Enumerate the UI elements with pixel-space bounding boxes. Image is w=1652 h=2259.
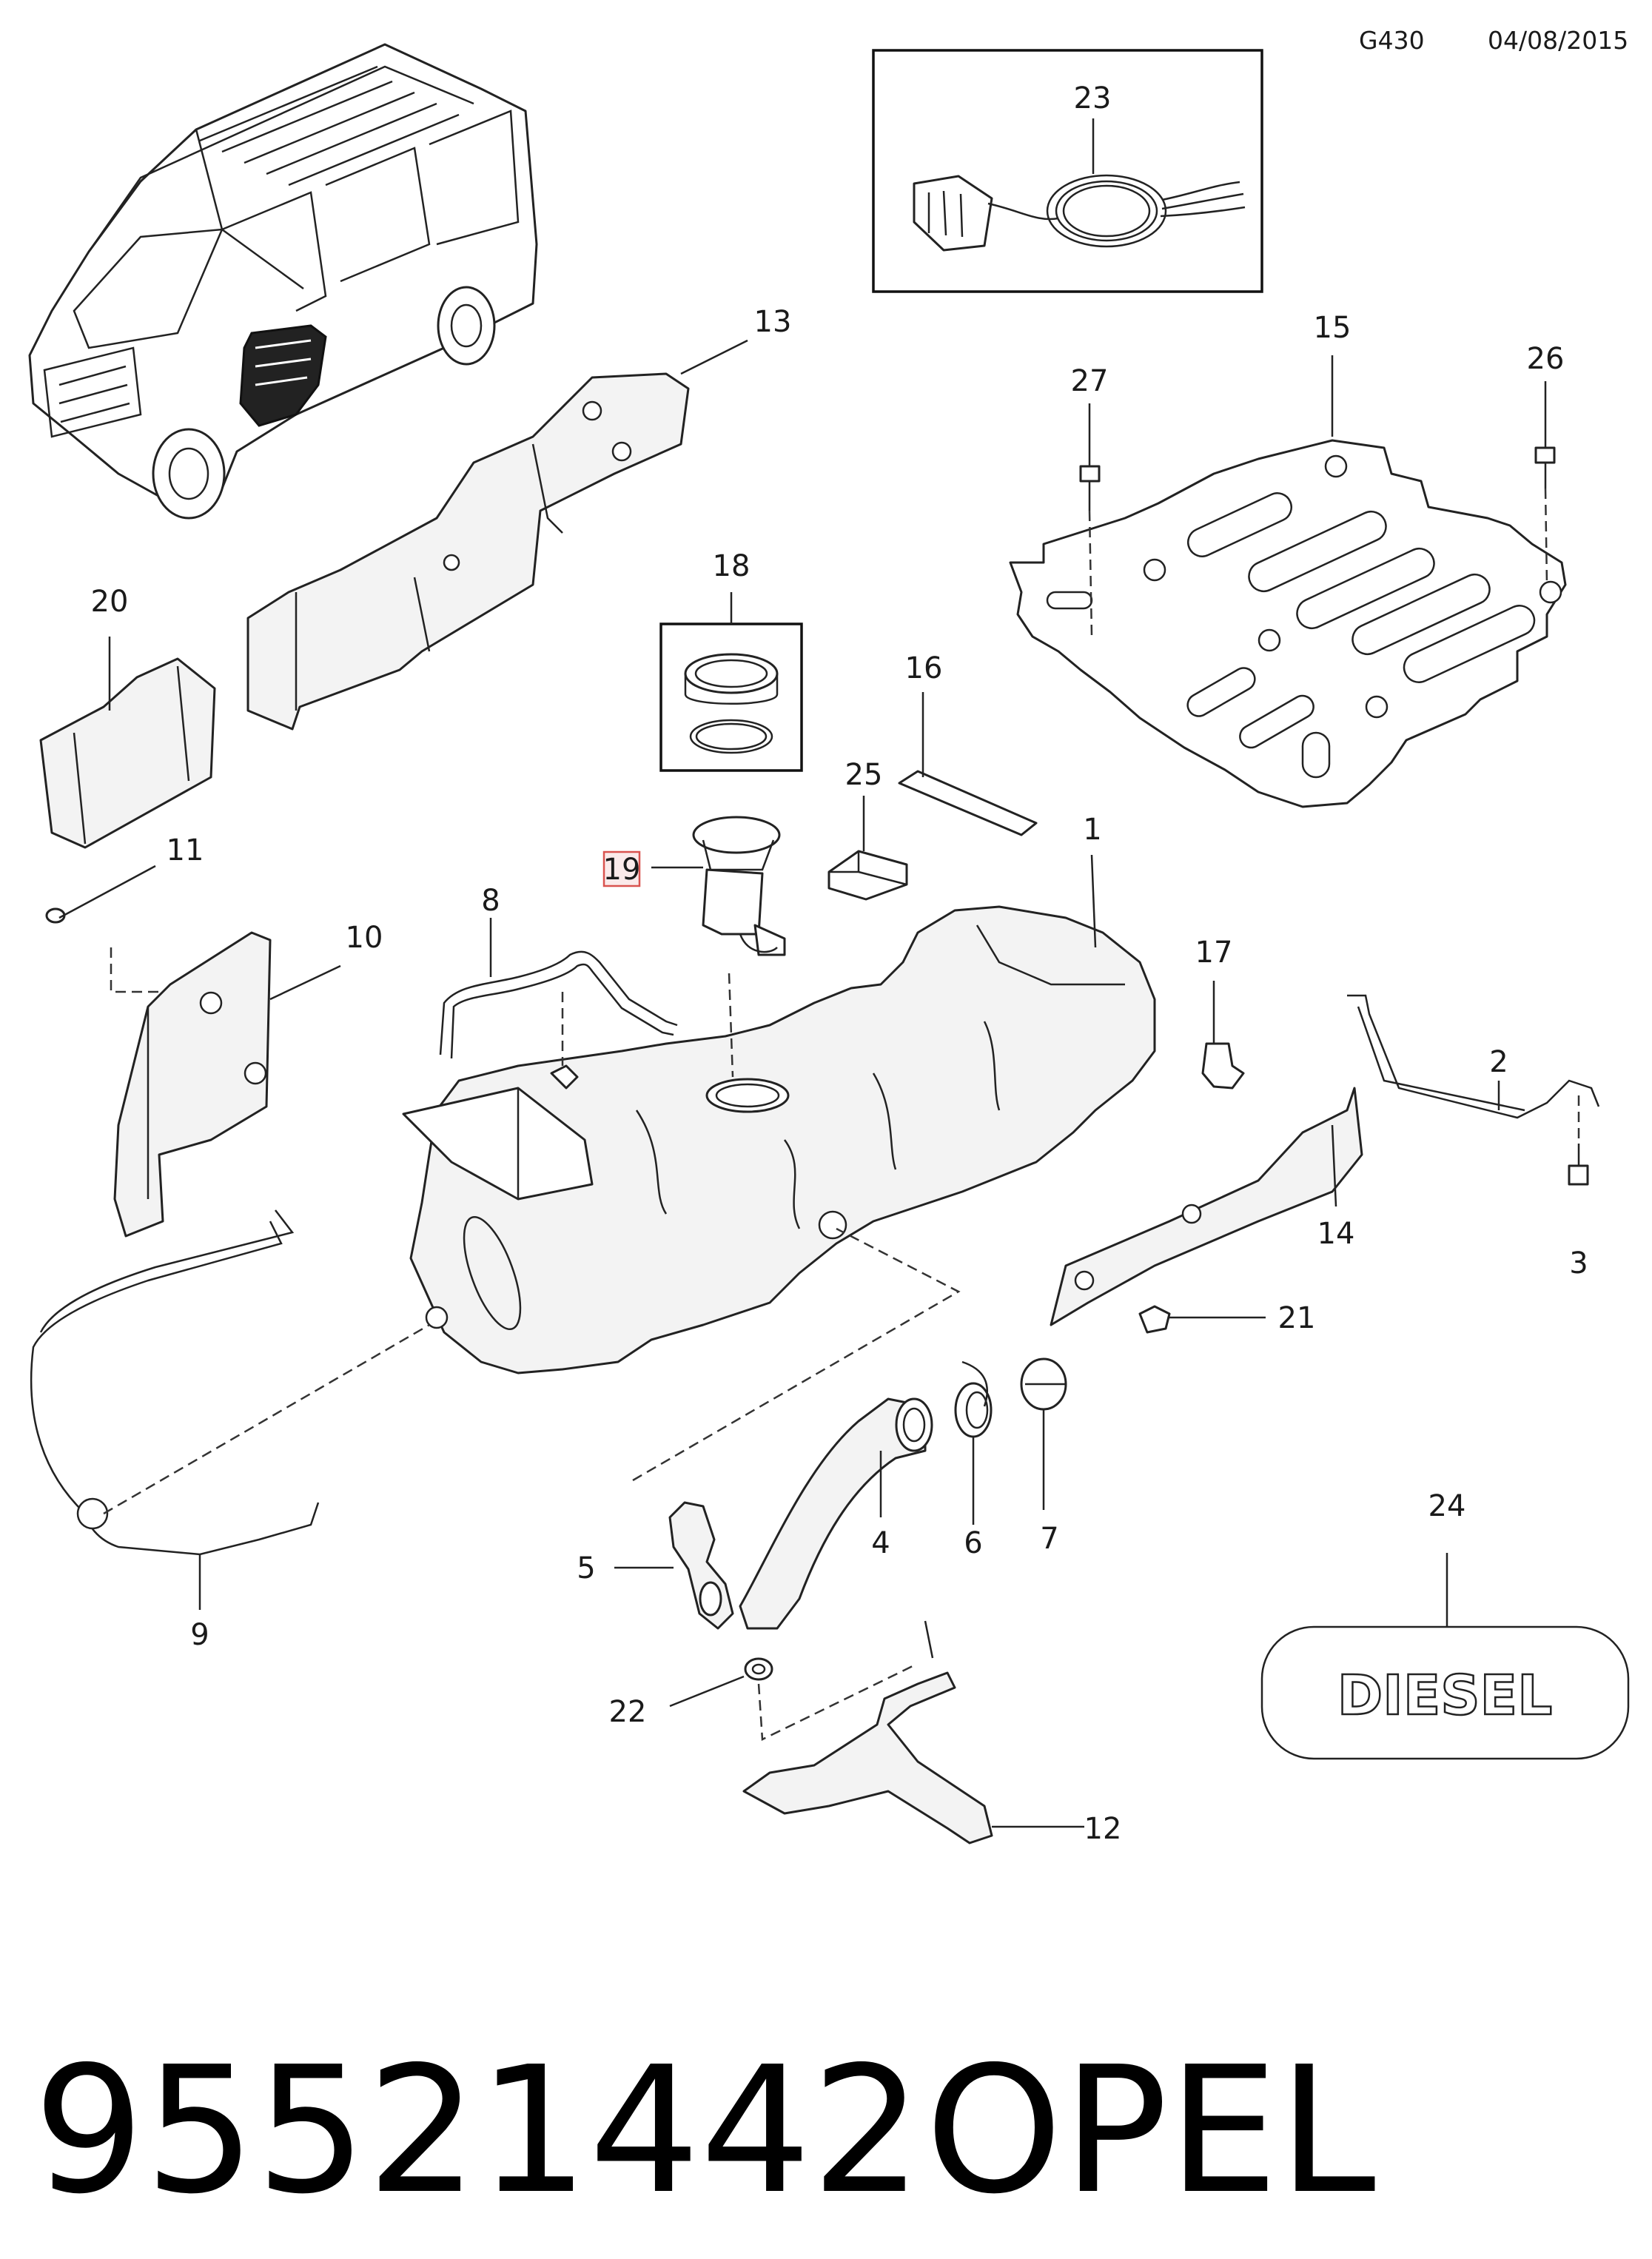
callout-26[interactable]: 26 xyxy=(1527,342,1565,376)
van-illustration xyxy=(28,43,538,520)
callout-1[interactable]: 1 xyxy=(1083,813,1101,847)
wiring-harness-inset xyxy=(872,49,1263,293)
callout-20[interactable]: 20 xyxy=(91,585,129,619)
callout-13[interactable]: 13 xyxy=(754,305,792,339)
callout-21[interactable]: 21 xyxy=(1278,1301,1316,1335)
heat-shield-20 xyxy=(39,637,216,849)
heat-shield-13 xyxy=(246,339,748,731)
callout-3[interactable]: 3 xyxy=(1569,1246,1588,1280)
bracket-12 xyxy=(742,1620,1084,1845)
callout-6[interactable]: 6 xyxy=(964,1526,982,1560)
hose-8 xyxy=(439,918,678,1090)
callout-10[interactable]: 10 xyxy=(346,921,383,955)
callout-17[interactable]: 17 xyxy=(1195,936,1233,970)
callout-27[interactable]: 27 xyxy=(1071,364,1109,398)
callout-2[interactable]: 2 xyxy=(1489,1045,1508,1079)
strip-16 xyxy=(898,692,1038,836)
callout-8[interactable]: 8 xyxy=(481,884,500,918)
callout-7[interactable]: 7 xyxy=(1040,1522,1058,1556)
hose-5 xyxy=(614,1227,961,1630)
callout-5[interactable]: 5 xyxy=(577,1551,595,1585)
bolt-27 xyxy=(1079,403,1101,637)
callout-15[interactable]: 15 xyxy=(1314,311,1352,345)
skid-plate-15 xyxy=(1009,355,1567,808)
fuel-tank-1 xyxy=(402,854,1156,1374)
callout-25[interactable]: 25 xyxy=(845,758,883,792)
callout-23[interactable]: 23 xyxy=(1074,81,1112,115)
callout-11[interactable]: 11 xyxy=(167,833,204,867)
plug-7 xyxy=(1020,1357,1067,1510)
lock-ring-inset xyxy=(659,592,803,772)
brand-name: OPEL xyxy=(925,2029,1376,2232)
callout-9[interactable]: 9 xyxy=(190,1618,209,1652)
bolt-3 xyxy=(1568,1095,1589,1186)
diesel-decal-text: DIESEL xyxy=(1337,1664,1553,1728)
grommet-22 xyxy=(669,1657,915,1741)
filler-neck-4 xyxy=(739,1397,933,1630)
part-number: 95521442 xyxy=(33,2029,922,2232)
heat-shield-14 xyxy=(1050,1087,1363,1326)
diagram-date: 04/08/2015 xyxy=(1488,26,1628,55)
callout-22[interactable]: 22 xyxy=(609,1695,647,1729)
control-module-25 xyxy=(827,796,908,901)
clip-11 xyxy=(45,865,170,993)
fuel-cap-6 xyxy=(954,1360,993,1525)
push-clip-21 xyxy=(1138,1305,1266,1334)
strap-9 xyxy=(30,1209,430,1610)
callout-16[interactable]: 16 xyxy=(905,651,943,685)
callout-4[interactable]: 4 xyxy=(871,1526,890,1560)
callout-19-highlight[interactable]: 19 xyxy=(603,850,641,887)
fuel-pump-module-19 xyxy=(651,816,786,956)
bracket-10 xyxy=(113,931,341,1238)
callout-14[interactable]: 14 xyxy=(1317,1217,1355,1251)
diesel-decal-24: DIESEL xyxy=(1260,1553,1630,1760)
diagram-code: G430 xyxy=(1359,26,1425,55)
callout-18[interactable]: 18 xyxy=(713,549,751,583)
callout-24[interactable]: 24 xyxy=(1428,1489,1466,1523)
strap-2 xyxy=(1347,994,1600,1119)
callout-19[interactable]: 19 xyxy=(603,853,641,887)
callout-12[interactable]: 12 xyxy=(1084,1812,1122,1846)
clip-17 xyxy=(1201,981,1245,1090)
bolt-26 xyxy=(1534,381,1556,585)
